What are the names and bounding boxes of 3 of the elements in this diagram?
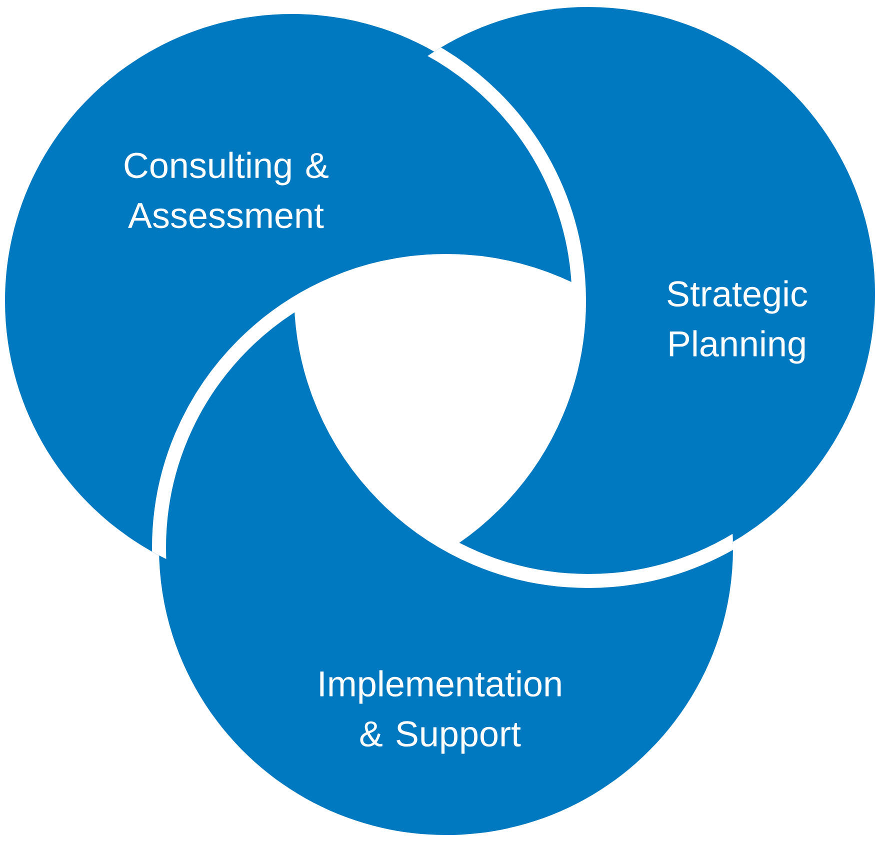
circle-label: Strategic Planning <box>668 280 808 364</box>
circle-label: Implementation & Support <box>320 670 561 754</box>
circle-label: Consulting & Assessment <box>124 152 328 228</box>
